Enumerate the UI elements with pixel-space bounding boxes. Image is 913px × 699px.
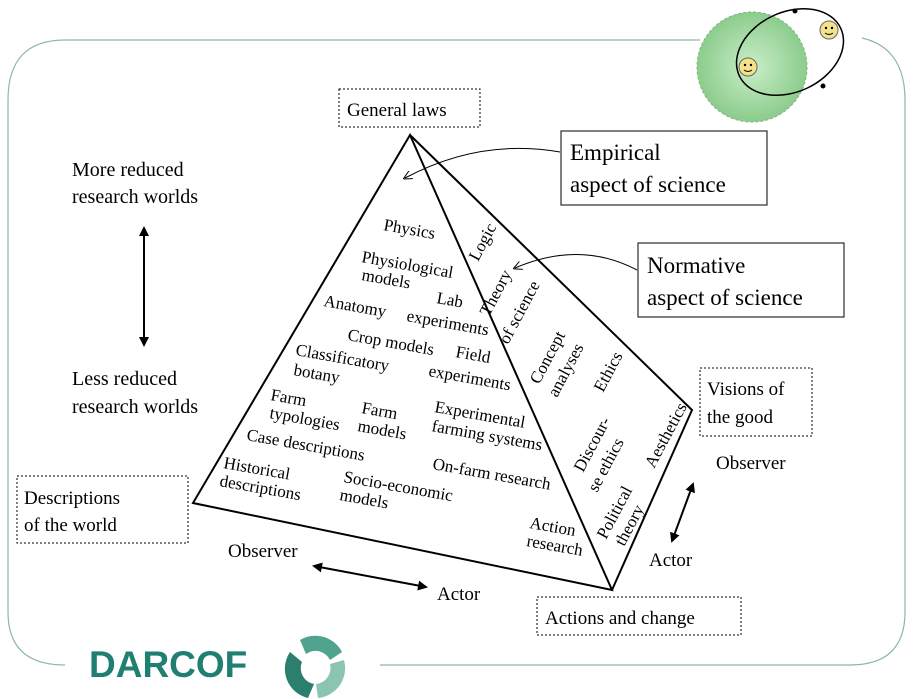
reduction-scale: More reduced research worlds Less reduce… (72, 159, 198, 418)
empirical-label-line1: Empirical (570, 140, 661, 165)
label-physics: Physics (382, 215, 436, 243)
emblem-icon (696, 7, 845, 123)
normative-label-line2: aspect of science (647, 285, 803, 310)
visions-box: Visions of the good (699, 367, 813, 437)
observer-label-left: Observer (228, 541, 298, 562)
actions-label: Actions and change (545, 608, 695, 629)
actions-box: Actions and change (536, 596, 742, 636)
less-reduced-line1: Less reduced (72, 368, 177, 390)
label-field: Field (454, 342, 492, 367)
visions-label-line2: the good (707, 407, 773, 428)
smiley-face-icon (819, 20, 839, 40)
slide-frame (7, 37, 906, 666)
smiley-face-icon (738, 57, 758, 77)
pyramid (191, 132, 694, 592)
observer-actor-axis-left: Observer Actor (228, 541, 481, 605)
more-reduced-line2: research worlds (72, 186, 198, 208)
actor-label-left: Actor (437, 584, 481, 605)
observer-actor-arrow-left (312, 562, 428, 591)
label-action-research: research (525, 531, 585, 560)
observer-label-right: Observer (716, 453, 786, 474)
label-ethics: Ethics (590, 348, 627, 394)
darcof-logo-text: DARCOF (89, 644, 247, 685)
less-reduced-line2: research worlds (72, 396, 198, 418)
label-logic: Logic (465, 220, 501, 264)
general-laws-box: General laws (338, 88, 481, 128)
descriptions-label-line1: Descriptions (24, 488, 120, 509)
label-aesthetics: Aesthetics (641, 399, 691, 470)
label-lab: Lab (435, 288, 464, 311)
label-farm-models-2: models (356, 416, 408, 443)
more-reduced-line1: More reduced (72, 159, 184, 181)
label-anatomy: Anatomy (322, 291, 388, 321)
descriptions-label-line2: of the world (24, 515, 117, 536)
recycle-logo-icon (284, 635, 346, 698)
label-case-descriptions: Case descriptions (245, 425, 366, 464)
observer-actor-axis-right: Observer Actor (649, 453, 786, 571)
front-face-labels: Physics Physiological models Anatomy Lab… (218, 215, 585, 560)
normative-pointer-arrow (515, 254, 638, 271)
normative-callout: Normative aspect of science (515, 242, 845, 318)
empirical-label-line2: aspect of science (570, 172, 726, 197)
visions-label-line1: Visions of (707, 379, 785, 400)
observer-actor-arrow-right (670, 482, 695, 543)
darcof-logo: DARCOF (89, 635, 346, 698)
normative-label-line1: Normative (647, 253, 745, 278)
actor-label-right: Actor (649, 550, 693, 571)
general-laws-label: General laws (347, 100, 447, 121)
label-field-experiments: experiments (427, 361, 512, 394)
empirical-callout: Empirical aspect of science (405, 130, 768, 206)
descriptions-box: Descriptions of the world (16, 475, 189, 544)
empirical-pointer-arrow (405, 147, 561, 178)
